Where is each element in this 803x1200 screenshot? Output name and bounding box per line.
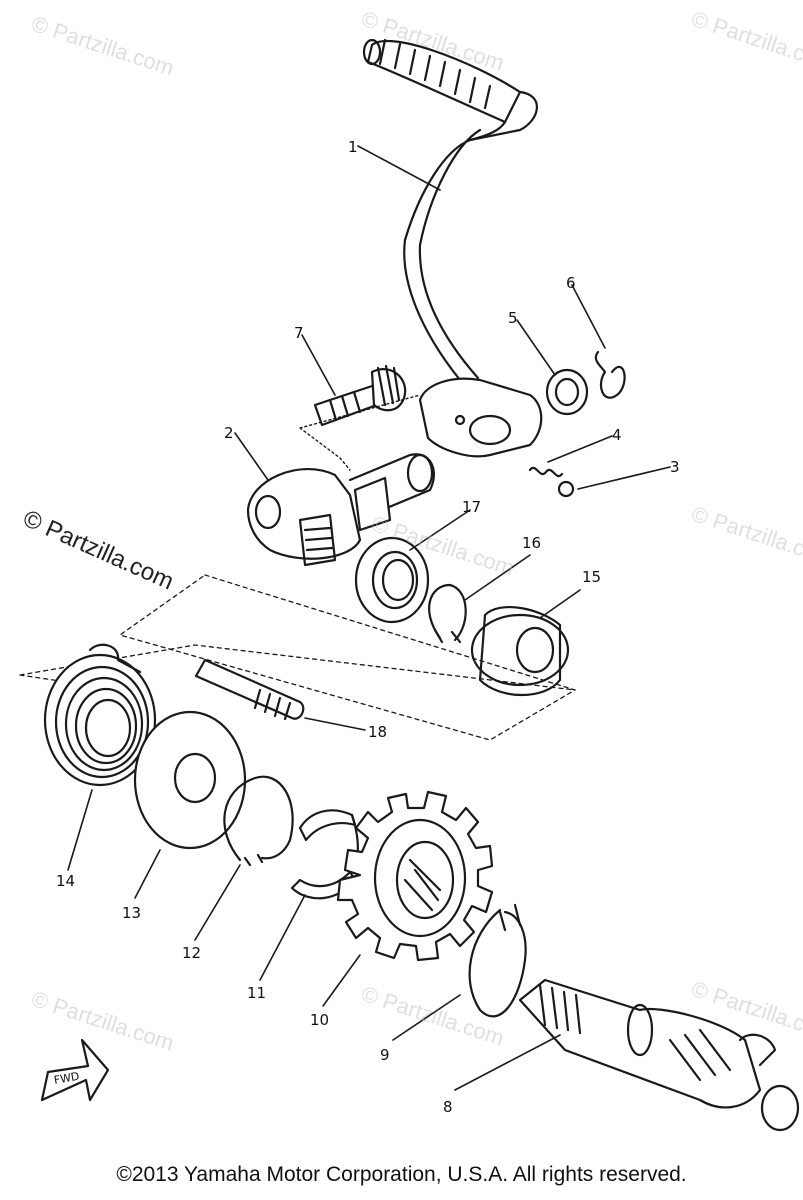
callout-9: 9 [380,1046,390,1064]
kick-boss [246,453,435,567]
callout-10: 10 [310,1011,329,1029]
kick-axle-8 [518,978,800,1132]
callout-13: 13 [122,904,141,922]
callout-14: 14 [56,872,75,890]
copyright-notice: ©2013 Yamaha Motor Corporation, U.S.A. A… [116,1163,687,1186]
circlip-12 [223,775,294,867]
pin-18 [194,658,305,721]
callout-8: 8 [443,1098,453,1116]
callout-16: 16 [522,534,541,552]
clip-6 [594,350,626,399]
callout-18: 18 [368,723,387,741]
callout-11: 11 [247,984,266,1002]
callout-15: 15 [582,568,601,586]
watermark: © Partzilla.com [688,6,803,76]
callout-leaders [67,145,671,1091]
washer-13 [133,710,247,850]
callout-1: 1 [348,138,358,156]
callout-3: 3 [670,458,680,476]
fwd-arrow-icon [40,1038,110,1102]
callout-4: 4 [612,426,622,444]
kick-crank-lever [362,38,543,458]
washer-5 [545,368,589,416]
fwd-label: FWD [53,1070,81,1087]
circlip-16 [428,583,467,644]
collar-15 [470,606,570,697]
spring-4 [528,466,564,478]
ball-3 [557,480,575,498]
crank-bolt [313,364,407,427]
callout-7: 7 [294,324,304,342]
return-spring-14 [43,643,157,787]
oil-seal-17 [354,536,430,624]
kick-gear-10 [336,790,494,962]
watermark: © Partzilla.com [688,501,803,571]
watermark: © Partzilla.com [358,981,507,1051]
watermark: © Partzilla.com [28,11,177,81]
callout-5: 5 [508,309,518,327]
callout-2: 2 [224,424,234,442]
ratchet-clip-9 [468,903,527,1018]
exploded-parts-diagram: 1 2 3 4 5 6 7 8 9 10 11 12 13 14 15 16 1… [19,6,803,1132]
callout-6: 6 [566,274,576,292]
watermark: © Partzilla.com [28,986,177,1056]
callout-17: 17 [462,498,481,516]
callout-12: 12 [182,944,201,962]
